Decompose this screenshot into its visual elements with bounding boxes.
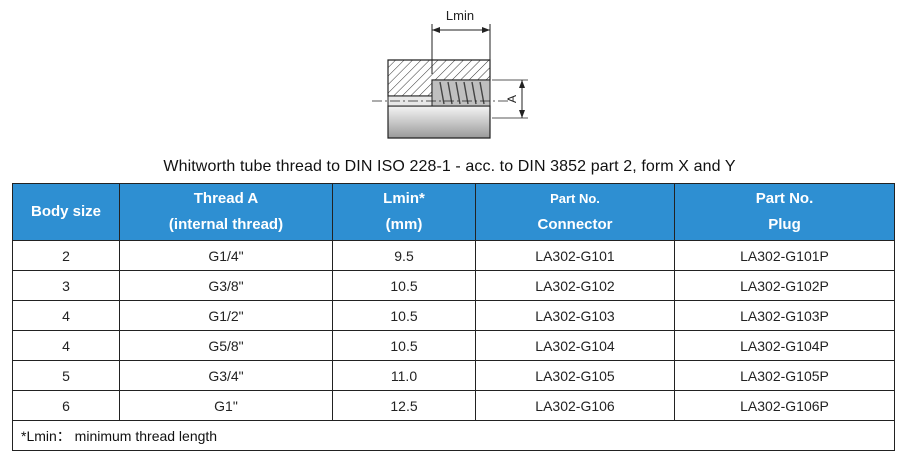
a-label: A [505, 95, 519, 103]
table-row: 4 G5/8" 10.5 LA302-G104 LA302-G104P [12, 330, 895, 361]
cell-thread: G1/4" [119, 240, 333, 271]
cell-connector: LA302-G106 [475, 390, 675, 421]
header-plug-line2: Plug [768, 216, 801, 233]
cell-lmin: 12.5 [332, 390, 476, 421]
cell-body-size: 3 [12, 270, 120, 301]
table-row: 3 G3/8" 10.5 LA302-G102 LA302-G102P [12, 270, 895, 301]
cell-lmin: 10.5 [332, 330, 476, 361]
cell-body-size: 4 [12, 300, 120, 331]
header-thread: Thread A (internal thread) [119, 183, 333, 241]
header-lmin-line1: Lmin* [383, 190, 425, 207]
table-caption: Whitworth tube thread to DIN ISO 228-1 -… [163, 158, 736, 175]
footnote: *Lmin： minimum thread length [12, 420, 895, 451]
cell-connector: LA302-G103 [475, 300, 675, 331]
header-connector-line1: Part No. [550, 191, 600, 206]
cell-connector: LA302-G105 [475, 360, 675, 391]
cell-thread: G1" [119, 390, 333, 421]
cell-connector: LA302-G104 [475, 330, 675, 361]
cell-plug: LA302-G106P [674, 390, 895, 421]
spec-table: Body size Thread A (internal thread) Lmi… [12, 183, 895, 451]
header-connector: Part No. Connector [475, 183, 675, 241]
footnote-row: *Lmin： minimum thread length [12, 420, 895, 451]
cell-body-size: 5 [12, 360, 120, 391]
header-connector-line2: Connector [537, 216, 613, 233]
cell-plug: LA302-G102P [674, 270, 895, 301]
cell-plug: LA302-G104P [674, 330, 895, 361]
cell-body-size: 6 [12, 390, 120, 421]
cell-plug: LA302-G101P [674, 240, 895, 271]
cell-thread: G1/2" [119, 300, 333, 331]
header-lmin-line2: (mm) [385, 216, 423, 233]
cell-plug: LA302-G105P [674, 360, 895, 391]
cell-thread: G3/4" [119, 360, 333, 391]
cell-thread: G5/8" [119, 330, 333, 361]
thread-drawing: Lmin A [372, 8, 528, 139]
cell-lmin: 11.0 [332, 360, 476, 391]
lmin-label: Lmin [446, 8, 474, 23]
cell-connector: LA302-G101 [475, 240, 675, 271]
cell-lmin: 10.5 [332, 300, 476, 331]
cell-thread: G3/8" [119, 270, 333, 301]
cell-lmin: 10.5 [332, 270, 476, 301]
table-row: 2 G1/4" 9.5 LA302-G101 LA302-G101P [12, 240, 895, 271]
header-plug-line1: Part No. [755, 190, 814, 207]
table-row: 6 G1" 12.5 LA302-G106 LA302-G106P [12, 390, 895, 421]
table-header-row: Body size Thread A (internal thread) Lmi… [12, 183, 895, 241]
cell-body-size: 2 [12, 240, 120, 271]
cell-connector: LA302-G102 [475, 270, 675, 301]
cell-plug: LA302-G103P [674, 300, 895, 331]
cell-body-size: 4 [12, 330, 120, 361]
header-body-size: Body size [12, 183, 120, 241]
table-row: 5 G3/4" 11.0 LA302-G105 LA302-G105P [12, 360, 895, 391]
header-lmin: Lmin* (mm) [332, 183, 476, 241]
header-plug: Part No. Plug [674, 183, 895, 241]
header-thread-line1: Thread A [193, 190, 259, 207]
header-thread-line2: (internal thread) [168, 216, 284, 233]
cell-lmin: 9.5 [332, 240, 476, 271]
table-row: 4 G1/2" 10.5 LA302-G103 LA302-G103P [12, 300, 895, 331]
